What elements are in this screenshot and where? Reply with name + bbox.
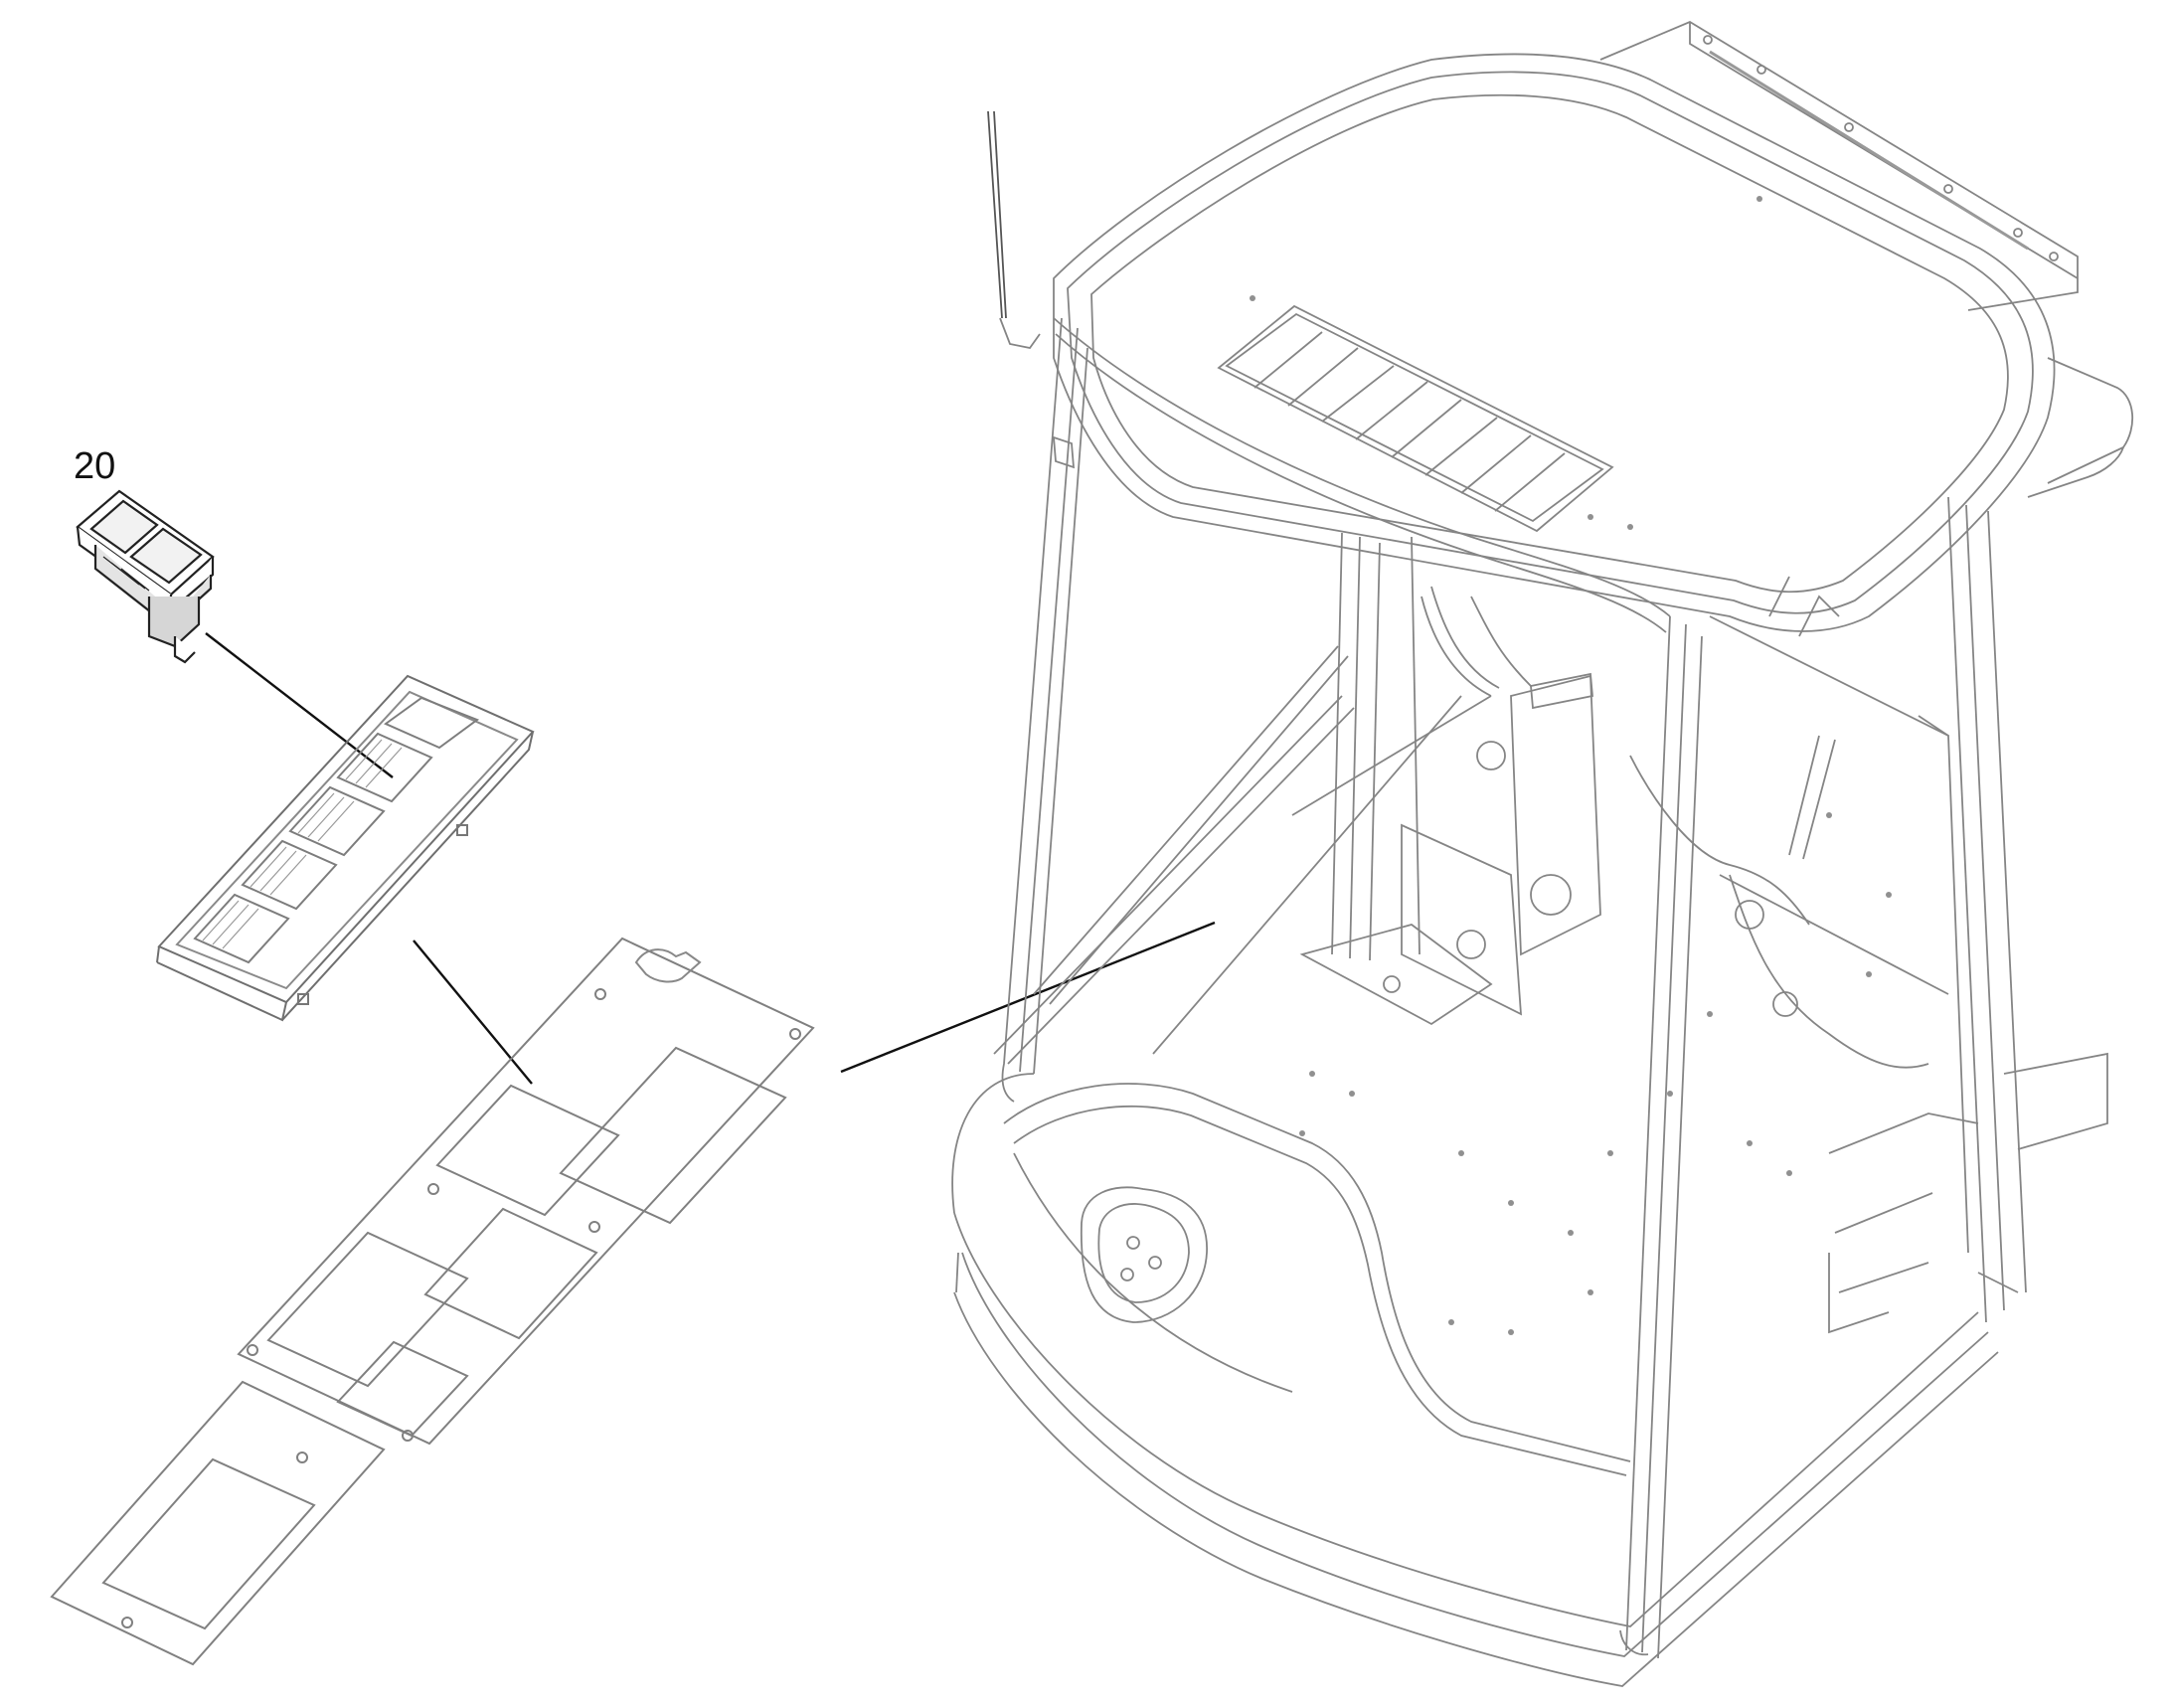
leader-line-switch bbox=[205, 632, 394, 778]
cover-plate-part bbox=[50, 1380, 386, 1666]
switch-bezel-part bbox=[156, 674, 535, 1022]
callout-label-20: 20 bbox=[74, 445, 116, 487]
leader-lines bbox=[205, 632, 1216, 1085]
operator-cab-assembly bbox=[951, 20, 2134, 1687]
gasket-plate-part bbox=[237, 937, 815, 1446]
rocker-switch-part bbox=[76, 489, 215, 664]
leader-line-cab bbox=[840, 921, 1216, 1074]
leader-line-panel bbox=[413, 939, 533, 1085]
